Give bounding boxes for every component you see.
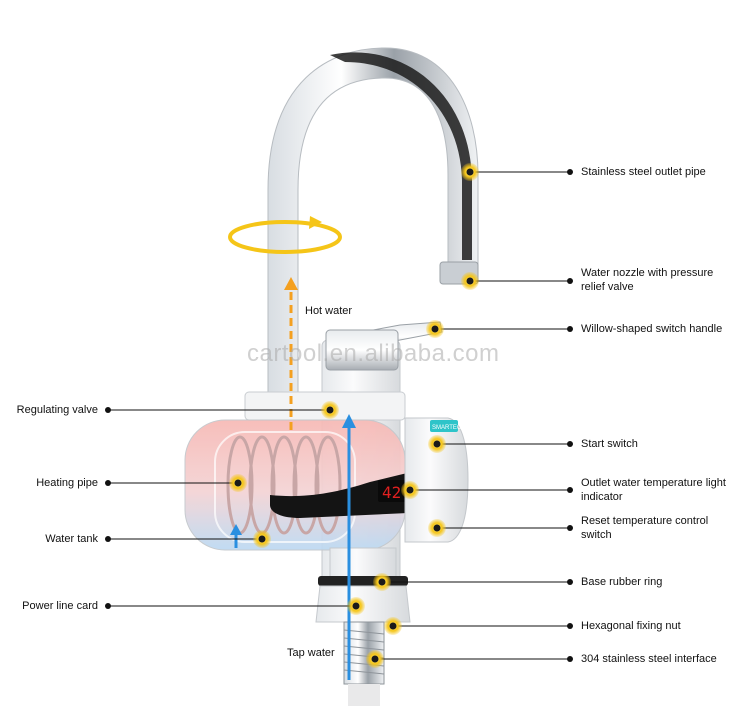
callout-marker	[366, 650, 384, 668]
watermark: cartool.en.alibaba.com	[247, 340, 500, 367]
label-temp-light: Outlet water temperature light indicator	[581, 477, 726, 503]
label-steel-interface: 304 stainless steel interface	[581, 653, 717, 665]
leader-lines-right	[375, 171, 570, 660]
switch-handle	[325, 321, 443, 371]
callout-marker	[321, 401, 339, 419]
label-water-tank: Water tank	[45, 533, 98, 545]
label-tap-water: Tap water	[287, 647, 335, 659]
label-hot-water: Hot water	[305, 305, 353, 317]
callout-marker	[253, 530, 271, 548]
rotation-arrow-icon	[228, 216, 342, 254]
callout-marker	[229, 474, 247, 492]
label-water-nozzle: Water nozzle with pressure relief valve	[581, 267, 714, 293]
label-regulating-valve: Regulating valve	[16, 404, 98, 416]
temperature-display: 42	[382, 483, 401, 502]
side-cap: SMARTEC	[404, 417, 469, 543]
callout-marker	[428, 435, 446, 453]
leader-lines-left	[108, 409, 356, 607]
label-rubber-ring: Base rubber ring	[581, 576, 663, 588]
callout-marker	[373, 573, 391, 591]
label-fixing-nut: Hexagonal fixing nut	[581, 620, 681, 632]
callout-marker	[461, 272, 479, 290]
label-outlet-pipe: Stainless steel outlet pipe	[581, 166, 706, 178]
brand-strip: SMARTEC	[432, 425, 462, 431]
leader-dots-right	[567, 169, 573, 662]
label-heating-pipe: Heating pipe	[36, 477, 98, 489]
callout-marker	[461, 163, 479, 181]
callout-marker	[347, 597, 365, 615]
label-reset-switch: Reset temperature control switch	[581, 515, 709, 541]
label-power-card: Power line card	[22, 600, 98, 612]
callout-marker	[384, 617, 402, 635]
label-start-switch: Start switch	[581, 438, 638, 450]
hot-water-flow	[284, 277, 298, 430]
label-switch-handle: Willow-shaped switch handle	[581, 323, 723, 335]
callout-markers	[229, 163, 479, 668]
callout-marker	[426, 320, 444, 338]
callout-marker	[428, 519, 446, 537]
leader-dots-left	[105, 407, 111, 609]
callout-marker	[401, 481, 419, 499]
